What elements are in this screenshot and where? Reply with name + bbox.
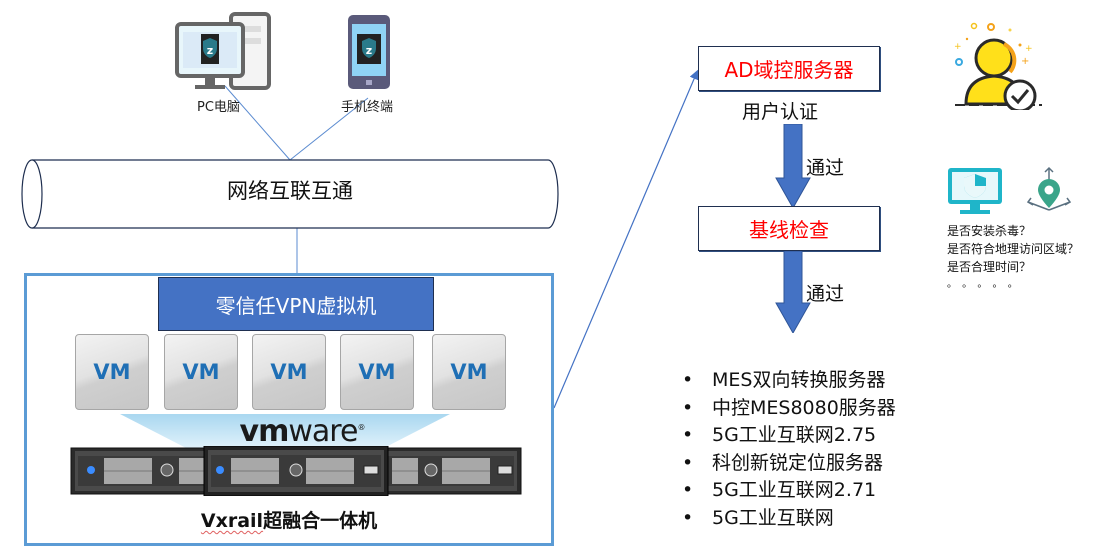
server-rack-icon — [70, 446, 522, 496]
vmware-logo-bold: vm — [239, 414, 290, 449]
svg-text:+: + — [954, 42, 962, 52]
desktop-pc-icon: z — [175, 12, 271, 90]
svg-text:+: + — [1021, 56, 1029, 67]
list-item: •5G工业互联网 — [682, 506, 834, 529]
list-item: •MES双向转换服务器 — [682, 369, 886, 391]
vxrail-appliance-label: Vxrail超融合一体机 — [24, 506, 554, 533]
list-item: •5G工业互联网2.71 — [682, 479, 877, 501]
user-auth-caption: 用户认证 — [742, 101, 819, 123]
vm-box: VM — [164, 334, 238, 410]
check-item: 是否安装杀毒？ — [947, 224, 1032, 238]
vmware-logo-mark: ® — [357, 423, 365, 432]
network-tube — [21, 159, 559, 229]
flow-arrow-down-icon — [775, 124, 811, 208]
vm-box: VM — [252, 334, 326, 410]
svg-text:z: z — [366, 44, 372, 57]
location-pin-icon — [1026, 166, 1072, 211]
check-item: 是否符合地理访问区域？ — [947, 242, 1080, 256]
vpn-vm-box: 零信任VPN虚拟机 — [158, 277, 434, 331]
vmware-logo-light: ware — [288, 414, 358, 449]
check-item: 是否合理时间？ — [947, 260, 1032, 274]
security-monitor-icon — [948, 168, 1002, 214]
mobile-device: z — [347, 14, 391, 90]
check-item-ellipsis: 。 。 。 。 。 — [947, 279, 1019, 290]
virtualization-layer — [120, 414, 450, 450]
vxrail-suffix: 超融合一体机 — [263, 510, 378, 532]
svg-text:+: + — [1025, 44, 1033, 54]
list-item: •中控MES8080服务器 — [682, 396, 896, 419]
flow-arrow-down-icon — [775, 251, 811, 333]
vm-box: VM — [75, 334, 149, 410]
security-check-list: 是否安装杀毒？ 是否符合地理访问区域？ 是否合理时间？ 。 。 。 。 。 — [947, 222, 1079, 294]
vmware-logo: vmware® — [232, 414, 372, 449]
network-label: 网络互联互通 — [227, 179, 353, 203]
list-item: •科创新锐定位服务器 — [682, 451, 884, 474]
svg-text:z: z — [207, 44, 213, 57]
vxrail-brand: Vxrail — [200, 510, 264, 532]
user-verified-icon: + + + — [954, 22, 1042, 110]
pc-label: PC电脑 — [197, 100, 240, 115]
pass-label-1: 通过 — [806, 157, 845, 179]
vm-box: VM — [340, 334, 414, 410]
server-list: •MES双向转换服务器 •中控MES8080服务器 •5G工业互联网2.75 •… — [682, 367, 896, 532]
vxrail-to-ad-arrow — [553, 69, 699, 409]
list-item: •5G工业互联网2.75 — [682, 424, 877, 446]
mobile-phone-icon: z — [348, 15, 390, 89]
pc-device: z — [175, 12, 275, 92]
pass-label-2: 通过 — [806, 283, 845, 305]
baseline-check-box: 基线检查 — [698, 206, 880, 251]
mobile-label: 手机终端 — [341, 100, 394, 115]
vm-box: VM — [432, 334, 506, 410]
ad-domain-server-box: AD域控服务器 — [698, 46, 880, 91]
